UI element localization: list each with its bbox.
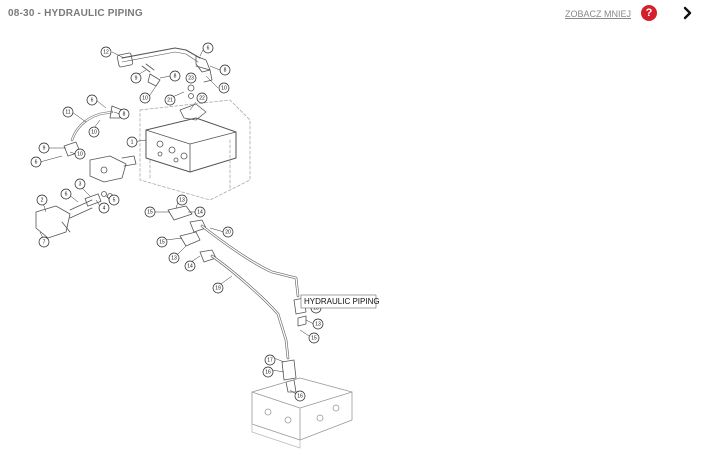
part-callout-15[interactable]: 15 <box>311 335 317 341</box>
part-callout-8[interactable]: 8 <box>123 111 126 117</box>
part-callout-3[interactable]: 3 <box>79 181 82 187</box>
part-callout-6[interactable]: 6 <box>91 97 94 103</box>
part-callout-12[interactable]: 12 <box>103 49 109 55</box>
part-callout-6[interactable]: 6 <box>207 45 210 51</box>
part-callout-7[interactable]: 7 <box>43 239 46 245</box>
part-callout-19[interactable]: 19 <box>215 285 221 291</box>
see-less-link[interactable]: ZOBACZ MNIEJ <box>565 9 632 19</box>
next-button[interactable] <box>680 4 696 22</box>
part-callout-10[interactable]: 10 <box>221 85 227 91</box>
part-callout-14[interactable]: 14 <box>187 263 193 269</box>
part-callout-21[interactable]: 21 <box>167 97 173 103</box>
part-callout-23[interactable]: 23 <box>188 75 194 81</box>
part-callout-11[interactable]: 11 <box>65 109 70 115</box>
part-callout-9[interactable]: 9 <box>43 145 46 151</box>
help-button[interactable]: ? <box>641 5 657 21</box>
chevron-right-icon <box>683 6 692 20</box>
part-callout-8[interactable]: 8 <box>224 67 227 73</box>
tooltip: HYDRAULIC PIPING <box>300 294 380 309</box>
part-callout-10[interactable]: 10 <box>91 129 97 135</box>
part-callout-6[interactable]: 6 <box>65 191 68 197</box>
tooltip-text: HYDRAULIC PIPING <box>304 297 380 306</box>
part-callout-16[interactable]: 16 <box>265 369 271 375</box>
part-callout-6[interactable]: 6 <box>35 159 38 165</box>
part-callout-14[interactable]: 14 <box>197 209 203 215</box>
part-callout-9[interactable]: 9 <box>135 75 138 81</box>
part-callout-10[interactable]: 10 <box>77 151 83 157</box>
part-callout-16[interactable]: 16 <box>297 393 303 399</box>
part-callout-13[interactable]: 13 <box>315 321 321 327</box>
question-circle-icon: ? <box>645 7 653 19</box>
part-callout-10[interactable]: 10 <box>142 95 148 101</box>
part-callout-5[interactable]: 5 <box>113 197 116 203</box>
part-callout-22[interactable]: 22 <box>199 95 205 101</box>
part-callout-1[interactable]: 1 <box>131 139 134 145</box>
part-callout-20[interactable]: 20 <box>225 229 231 235</box>
part-callout-13[interactable]: 13 <box>179 197 185 203</box>
page-title: 08-30 - HYDRAULIC PIPING <box>8 8 143 19</box>
part-callout-17[interactable]: 17 <box>267 357 273 363</box>
part-callout-15[interactable]: 15 <box>147 209 153 215</box>
part-callout-2[interactable]: 2 <box>41 197 44 203</box>
part-callout-4[interactable]: 4 <box>103 205 106 211</box>
part-callout-13[interactable]: 13 <box>171 255 177 261</box>
part-callout-15[interactable]: 15 <box>159 239 165 245</box>
part-callout-8[interactable]: 8 <box>174 73 177 79</box>
